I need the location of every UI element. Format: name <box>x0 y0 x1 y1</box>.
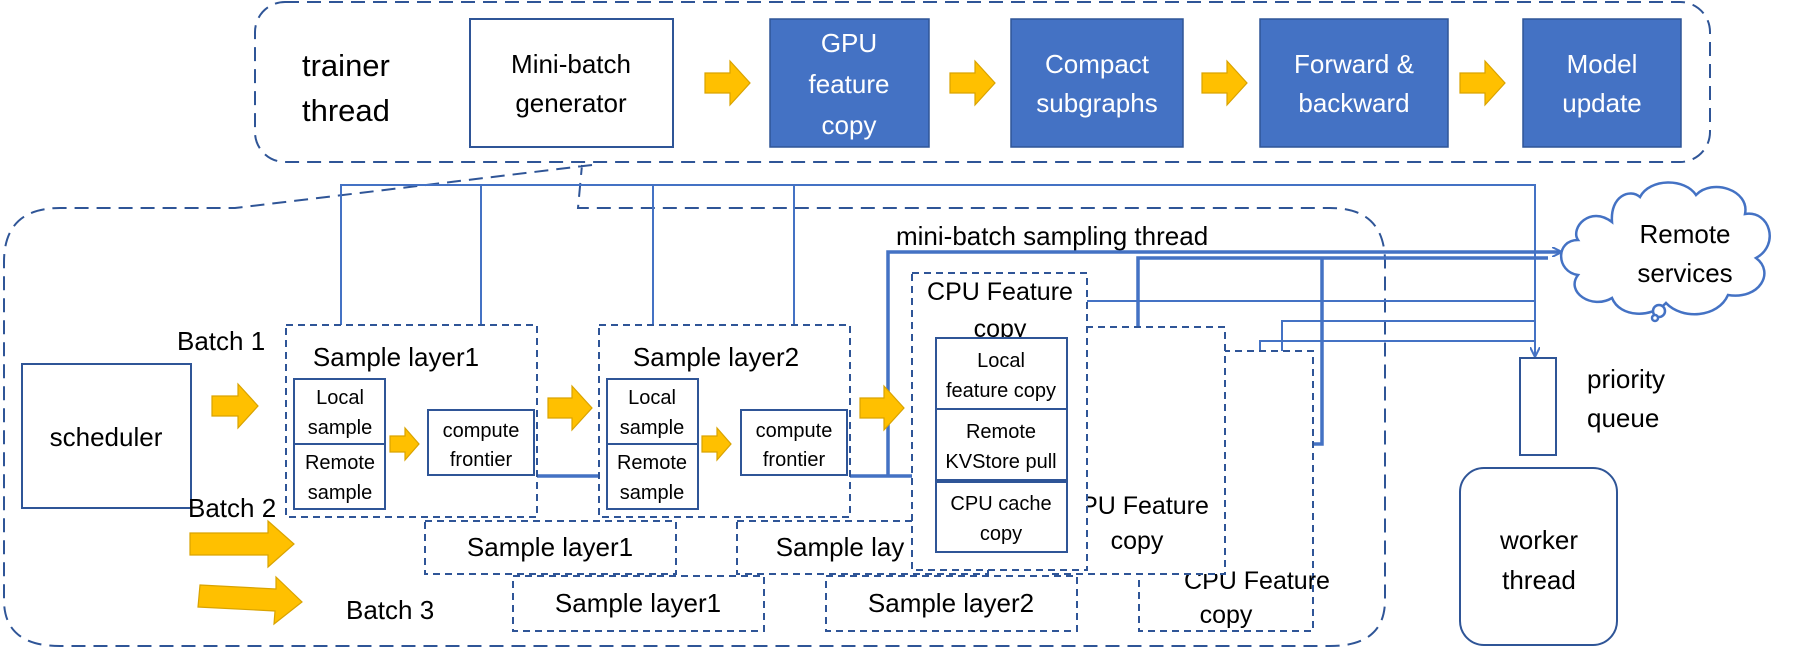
local-sample-box-2: Local sample <box>606 378 699 445</box>
svg-text:Remote: Remote <box>966 421 1036 443</box>
svg-text:Remote: Remote <box>1639 219 1730 249</box>
svg-text:generator: generator <box>515 88 627 118</box>
svg-text:Sample layer1: Sample layer1 <box>555 588 721 618</box>
svg-text:Local: Local <box>628 387 676 409</box>
svg-text:Model: Model <box>1567 49 1638 79</box>
remote-sample-box-2: Remote sample <box>606 443 699 510</box>
svg-text:Sample layer1: Sample layer1 <box>467 532 633 562</box>
arrow-right-icon <box>1459 59 1506 107</box>
svg-text:Local: Local <box>977 350 1025 372</box>
svg-text:scheduler: scheduler <box>50 422 163 452</box>
svg-text:priority: priority <box>1587 364 1665 394</box>
compute-frontier-box: compute frontier <box>427 409 535 476</box>
svg-text:backward: backward <box>1298 88 1409 118</box>
svg-text:sample: sample <box>620 482 684 504</box>
svg-text:frontier: frontier <box>763 449 826 471</box>
cpu-cache-copy-box: CPU cache copy <box>935 481 1068 553</box>
arrow-right-icon <box>197 575 303 626</box>
trainer-label-line1: trainer <box>302 48 390 83</box>
svg-text:services: services <box>1637 258 1732 288</box>
svg-text:Sample lay: Sample lay <box>776 532 905 562</box>
arrow-right-icon <box>701 426 732 462</box>
scheduler-box: scheduler <box>21 363 192 509</box>
remote-sample-box: Remote sample <box>293 443 386 510</box>
compute-frontier-box-2: compute frontier <box>740 409 848 476</box>
batch2-sample-layer1: Sample layer1 <box>424 520 677 575</box>
svg-text:frontier: frontier <box>450 449 513 471</box>
trainer-label-line2: thread <box>302 93 390 128</box>
worker-thread-box: worker thread <box>1459 467 1618 646</box>
batch3-sample-layer1: Sample layer1 <box>512 575 765 632</box>
arrow-right-icon <box>704 59 751 107</box>
svg-text:Forward &: Forward & <box>1294 49 1414 79</box>
svg-text:feature: feature <box>809 69 890 99</box>
svg-text:CPU Feature: CPU Feature <box>927 278 1073 306</box>
batch2-label: Batch 2 <box>188 493 276 523</box>
trainer-thread-region <box>254 1 1711 163</box>
svg-text:queue: queue <box>1587 403 1659 433</box>
svg-text:Sample layer1: Sample layer1 <box>313 342 479 372</box>
trainer-arrows <box>704 59 1506 107</box>
batch3-label: Batch 3 <box>346 595 434 625</box>
batch1-label: Batch 1 <box>177 326 265 356</box>
svg-text:subgraphs: subgraphs <box>1036 88 1157 118</box>
compact-subgraphs-box: Compact subgraphs <box>1010 18 1184 148</box>
svg-text:copy: copy <box>1200 601 1253 629</box>
svg-text:sample: sample <box>308 417 372 439</box>
remote-services-cloud: Remote services <box>1560 181 1771 323</box>
svg-text:thread: thread <box>1502 565 1576 595</box>
mini-batch-generator-box: Mini-batch generator <box>469 18 674 148</box>
gpu-feature-copy-box: GPU feature copy <box>769 18 930 148</box>
model-update-box: Model update <box>1522 18 1682 148</box>
svg-text:feature copy: feature copy <box>946 380 1056 402</box>
svg-text:compute: compute <box>443 420 520 442</box>
arrow-right-icon <box>949 59 996 107</box>
svg-text:copy: copy <box>1111 527 1164 555</box>
remote-kvstore-pull-box: Remote KVStore pull <box>935 408 1068 481</box>
arrow-right-icon <box>211 382 259 430</box>
arrow-right-icon <box>547 384 593 432</box>
svg-text:sample: sample <box>308 482 372 504</box>
arrow-right-icon <box>389 426 420 462</box>
svg-text:Remote: Remote <box>617 452 687 474</box>
svg-text:GPU: GPU <box>821 28 877 58</box>
svg-text:update: update <box>1562 88 1642 118</box>
svg-text:worker: worker <box>1499 525 1578 555</box>
svg-text:compute: compute <box>756 420 833 442</box>
svg-text:Mini-batch: Mini-batch <box>511 49 631 79</box>
local-feature-copy-box: Local feature copy <box>935 337 1068 410</box>
sampling-thread-title: mini-batch sampling thread <box>896 221 1208 251</box>
svg-text:Remote: Remote <box>305 452 375 474</box>
priority-queue: priority queue <box>1519 357 1665 456</box>
svg-text:Sample layer2: Sample layer2 <box>633 342 799 372</box>
arrow-right-icon <box>1201 59 1248 107</box>
svg-text:copy: copy <box>822 110 877 140</box>
svg-text:copy: copy <box>980 523 1022 545</box>
sampling-thread-region <box>3 164 1386 647</box>
svg-text:Sample layer2: Sample layer2 <box>868 588 1034 618</box>
local-sample-box: Local sample <box>293 378 386 445</box>
svg-text:KVStore pull: KVStore pull <box>945 451 1056 473</box>
svg-text:CPU cache: CPU cache <box>950 493 1051 515</box>
forward-backward-box: Forward & backward <box>1259 18 1449 148</box>
svg-text:Compact: Compact <box>1045 49 1150 79</box>
svg-text:sample: sample <box>620 417 684 439</box>
svg-text:Local: Local <box>316 387 364 409</box>
arrow-right-icon <box>859 384 905 432</box>
arrow-right-icon <box>189 519 295 569</box>
batch3-sample-layer2: Sample layer2 <box>825 575 1078 632</box>
svg-text:PU Feature: PU Feature <box>1081 492 1209 520</box>
